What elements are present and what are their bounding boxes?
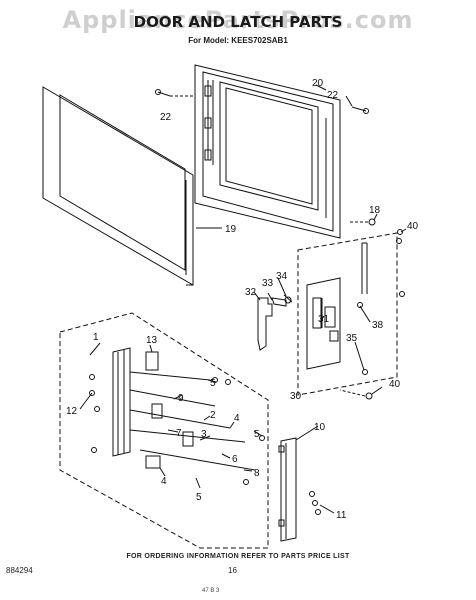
callout-22-left: 22 — [160, 112, 172, 123]
screw-35 — [362, 369, 368, 375]
inner-door-panel — [194, 64, 341, 239]
pin-34 — [283, 294, 293, 304]
diagram-title: DOOR AND LATCH PARTS — [133, 13, 343, 31]
screw-18 — [350, 218, 376, 226]
latch-mechanism-plate — [112, 347, 256, 471]
callout-18: 18 — [369, 205, 381, 216]
screw-38 — [357, 302, 363, 308]
hinge-strip — [278, 437, 297, 542]
switch-rail — [361, 242, 368, 294]
callout-5-lower: 5 — [196, 492, 202, 503]
watermark: AppliancePartsPros.com — [62, 6, 414, 34]
page-number: 16 — [228, 566, 237, 575]
callout-4-upper: 4 — [234, 413, 240, 424]
callout-20: 20 — [312, 78, 324, 89]
leader-lines — [79, 84, 407, 514]
callout-40-lower: 40 — [389, 379, 401, 390]
callout-1: 1 — [93, 332, 99, 343]
drawing-number: 884294 — [6, 566, 33, 575]
callout-6: 6 — [232, 454, 238, 465]
callout-7: 7 — [176, 428, 182, 439]
callout-5-upper: 5 — [210, 378, 216, 389]
callout-33: 33 — [262, 278, 274, 289]
callout-22-right: 22 — [327, 90, 339, 101]
latch-bracket — [306, 277, 341, 370]
model-label: For Model: KEES702SAB1 — [188, 36, 288, 45]
screw-5-set — [212, 377, 265, 485]
callout-40-upper: 40 — [407, 221, 419, 232]
ordering-note: FOR ORDERING INFORMATION REFER TO PARTS … — [126, 553, 350, 560]
callout-13: 13 — [146, 335, 158, 346]
callout-12: 12 — [66, 406, 78, 417]
callout-30: 30 — [290, 391, 302, 402]
screw-22-left — [155, 89, 195, 97]
callout-2: 2 — [210, 410, 216, 421]
lever-33 — [271, 297, 287, 307]
screw-22-right — [351, 106, 369, 114]
callout-9: 9 — [178, 393, 184, 404]
callout-38: 38 — [372, 320, 384, 331]
callout-35: 35 — [346, 333, 358, 344]
callout-31: 31 — [318, 314, 330, 325]
callout-32: 32 — [245, 287, 257, 298]
callout-10: 10 — [314, 422, 326, 433]
latch-hook-32 — [257, 297, 273, 351]
callout-34: 34 — [276, 271, 288, 282]
callout-4-lower: 4 — [161, 476, 167, 487]
callout-19: 19 — [225, 224, 237, 235]
screw-40-upper — [396, 229, 405, 297]
mechanism-boundary — [59, 312, 269, 549]
screw-12-set — [89, 374, 100, 453]
callout-5-right: 5 — [254, 429, 260, 440]
latch-assembly-boundary — [297, 232, 398, 396]
screw-40-lower — [339, 389, 373, 400]
outer-door-frame — [42, 86, 194, 286]
screw-11-set — [309, 491, 321, 515]
callout-11: 11 — [336, 510, 347, 521]
callout-8: 8 — [254, 468, 260, 479]
callout-3: 3 — [201, 429, 207, 440]
page-mark: 47 B 3 — [202, 588, 220, 594]
